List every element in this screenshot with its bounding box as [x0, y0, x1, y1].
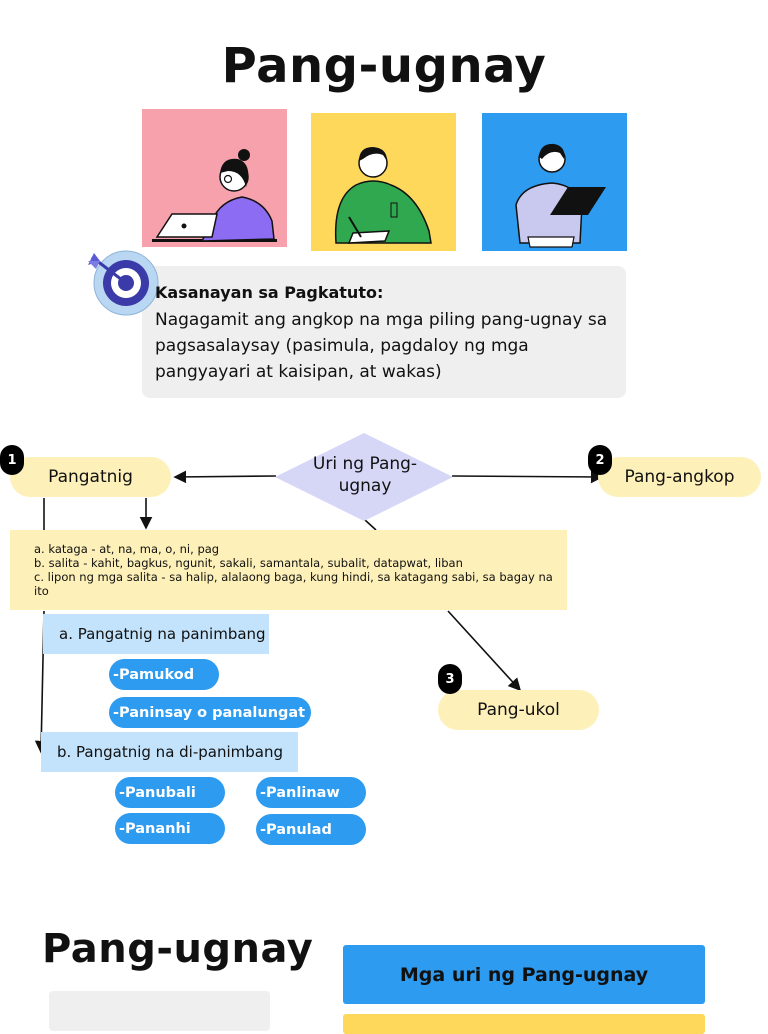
target-icon [86, 247, 162, 321]
example-kataga: a. kataga - at, na, ma, o, ni, pag [34, 542, 220, 556]
panubali-label: -Panubali [119, 784, 196, 801]
mga-uri-label: Mga uri ng Pang-ugnay [399, 963, 649, 986]
panimbang-box: a. Pangatnig na panimbang [43, 614, 269, 654]
node-pangatnig: Pangatnig [10, 457, 171, 497]
paninsay-label: -Paninsay o panalungat [113, 704, 306, 721]
mga-uri-card: Mga uri ng Pang-ugnay [343, 945, 705, 1004]
example-salita: b. salita - kahit, bagkus, ngunit, sakal… [34, 556, 463, 570]
pananhi-label: -Pananhi [119, 820, 191, 837]
section-title: Pang-ugnay [42, 926, 314, 972]
node-pang-angkop-label: Pang-angkop [624, 467, 735, 487]
number-badge-2: 2 [588, 445, 612, 475]
node-pangatnig-label: Pangatnig [48, 467, 133, 487]
panubali-pill: -Panubali [115, 777, 225, 808]
center-label-line2: ugnay [338, 476, 392, 496]
example-lipon: c. lipon ng mga salita - sa halip, alala… [34, 570, 553, 598]
man-tablet-illustration [482, 113, 627, 251]
pananhi-pill: -Pananhi [115, 813, 225, 844]
yellow-card [343, 1014, 705, 1034]
grey-card [49, 991, 270, 1031]
pangatnig-examples: a. kataga - at, na, ma, o, ni, pag b. sa… [10, 530, 567, 610]
objective-heading: Kasanayan sa Pagkatuto: [155, 283, 384, 302]
center-label: Uri ng Pang- ugnay [285, 453, 445, 497]
di-panimbang-label: b. Pangatnig na di-panimbang [57, 743, 283, 761]
panulad-label: -Panulad [260, 821, 332, 838]
node-pang-ukol: Pang-ukol [438, 690, 599, 730]
man-writing-illustration [311, 113, 456, 251]
di-panimbang-box: b. Pangatnig na di-panimbang [41, 732, 298, 772]
number-badge-1: 1 [0, 445, 24, 475]
objective-card [142, 266, 626, 398]
pamukod-pill: -Pamukod [109, 659, 219, 690]
objective-text: Nagagamit ang angkop na mga piling pang-… [155, 310, 608, 382]
pamukod-label: -Pamukod [113, 666, 195, 683]
woman-laptop-illustration [142, 109, 287, 247]
center-label-line1: Uri ng Pang- [312, 454, 418, 474]
page-title: Pang-ugnay [221, 38, 547, 94]
panlinaw-pill: -Panlinaw [256, 777, 366, 808]
panimbang-label: a. Pangatnig na panimbang [59, 625, 266, 643]
center-diamond [275, 433, 453, 521]
node-pang-ukol-label: Pang-ukol [477, 700, 560, 720]
node-pang-angkop: Pang-angkop [598, 457, 761, 497]
panlinaw-label: -Panlinaw [260, 784, 340, 801]
panulad-pill: -Panulad [256, 814, 366, 845]
number-badge-3: 3 [438, 664, 462, 694]
paninsay-pill: -Paninsay o panalungat [109, 697, 311, 728]
